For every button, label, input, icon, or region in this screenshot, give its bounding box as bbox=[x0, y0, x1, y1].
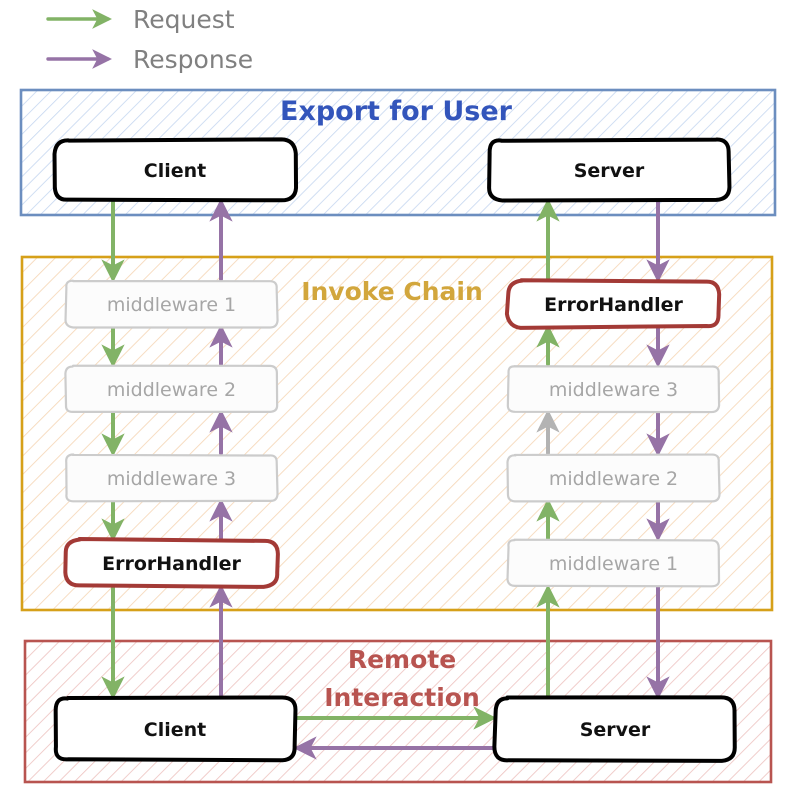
node-server-bottom[interactable]: Server bbox=[494, 697, 734, 760]
legend-response-label: Response bbox=[133, 45, 253, 74]
node-mw-r1[interactable]: middleware 1 bbox=[507, 540, 719, 587]
node-label: middleware 2 bbox=[107, 379, 236, 401]
node-mw-r3[interactable]: middleware 3 bbox=[508, 366, 719, 412]
node-label: ErrorHandler bbox=[544, 294, 683, 316]
node-label: Client bbox=[144, 719, 206, 741]
node-errorhandler-r[interactable]: ErrorHandler bbox=[507, 280, 719, 328]
node-label: middleware 1 bbox=[549, 553, 678, 575]
legend: Request Response bbox=[48, 5, 253, 74]
node-mw-r2[interactable]: middleware 2 bbox=[507, 455, 719, 502]
group-title-remote-interaction: Interaction bbox=[324, 683, 480, 712]
node-server-top[interactable]: Server bbox=[489, 140, 729, 201]
node-client-bottom[interactable]: Client bbox=[56, 697, 296, 760]
group-title-export-for-user: Export for User bbox=[280, 96, 513, 127]
node-label: Server bbox=[580, 719, 651, 741]
node-label: middleware 1 bbox=[107, 294, 236, 316]
node-mw-l2[interactable]: middleware 2 bbox=[65, 366, 277, 412]
node-label: middleware 2 bbox=[549, 468, 678, 490]
node-mw-l1[interactable]: middleware 1 bbox=[66, 281, 278, 328]
node-label: middleware 3 bbox=[549, 379, 678, 401]
node-label: ErrorHandler bbox=[102, 553, 241, 575]
node-client-top[interactable]: Client bbox=[55, 139, 297, 200]
node-errorhandler-l[interactable]: ErrorHandler bbox=[65, 539, 278, 587]
legend-request-label: Request bbox=[133, 5, 235, 34]
node-label: middleware 3 bbox=[107, 468, 236, 490]
group-title-remote-interaction: Remote bbox=[348, 645, 456, 674]
node-mw-l3[interactable]: middleware 3 bbox=[66, 455, 277, 502]
node-label: Client bbox=[144, 160, 206, 182]
node-label: Server bbox=[574, 160, 645, 182]
group-title-invoke-chain: Invoke Chain bbox=[301, 277, 483, 306]
